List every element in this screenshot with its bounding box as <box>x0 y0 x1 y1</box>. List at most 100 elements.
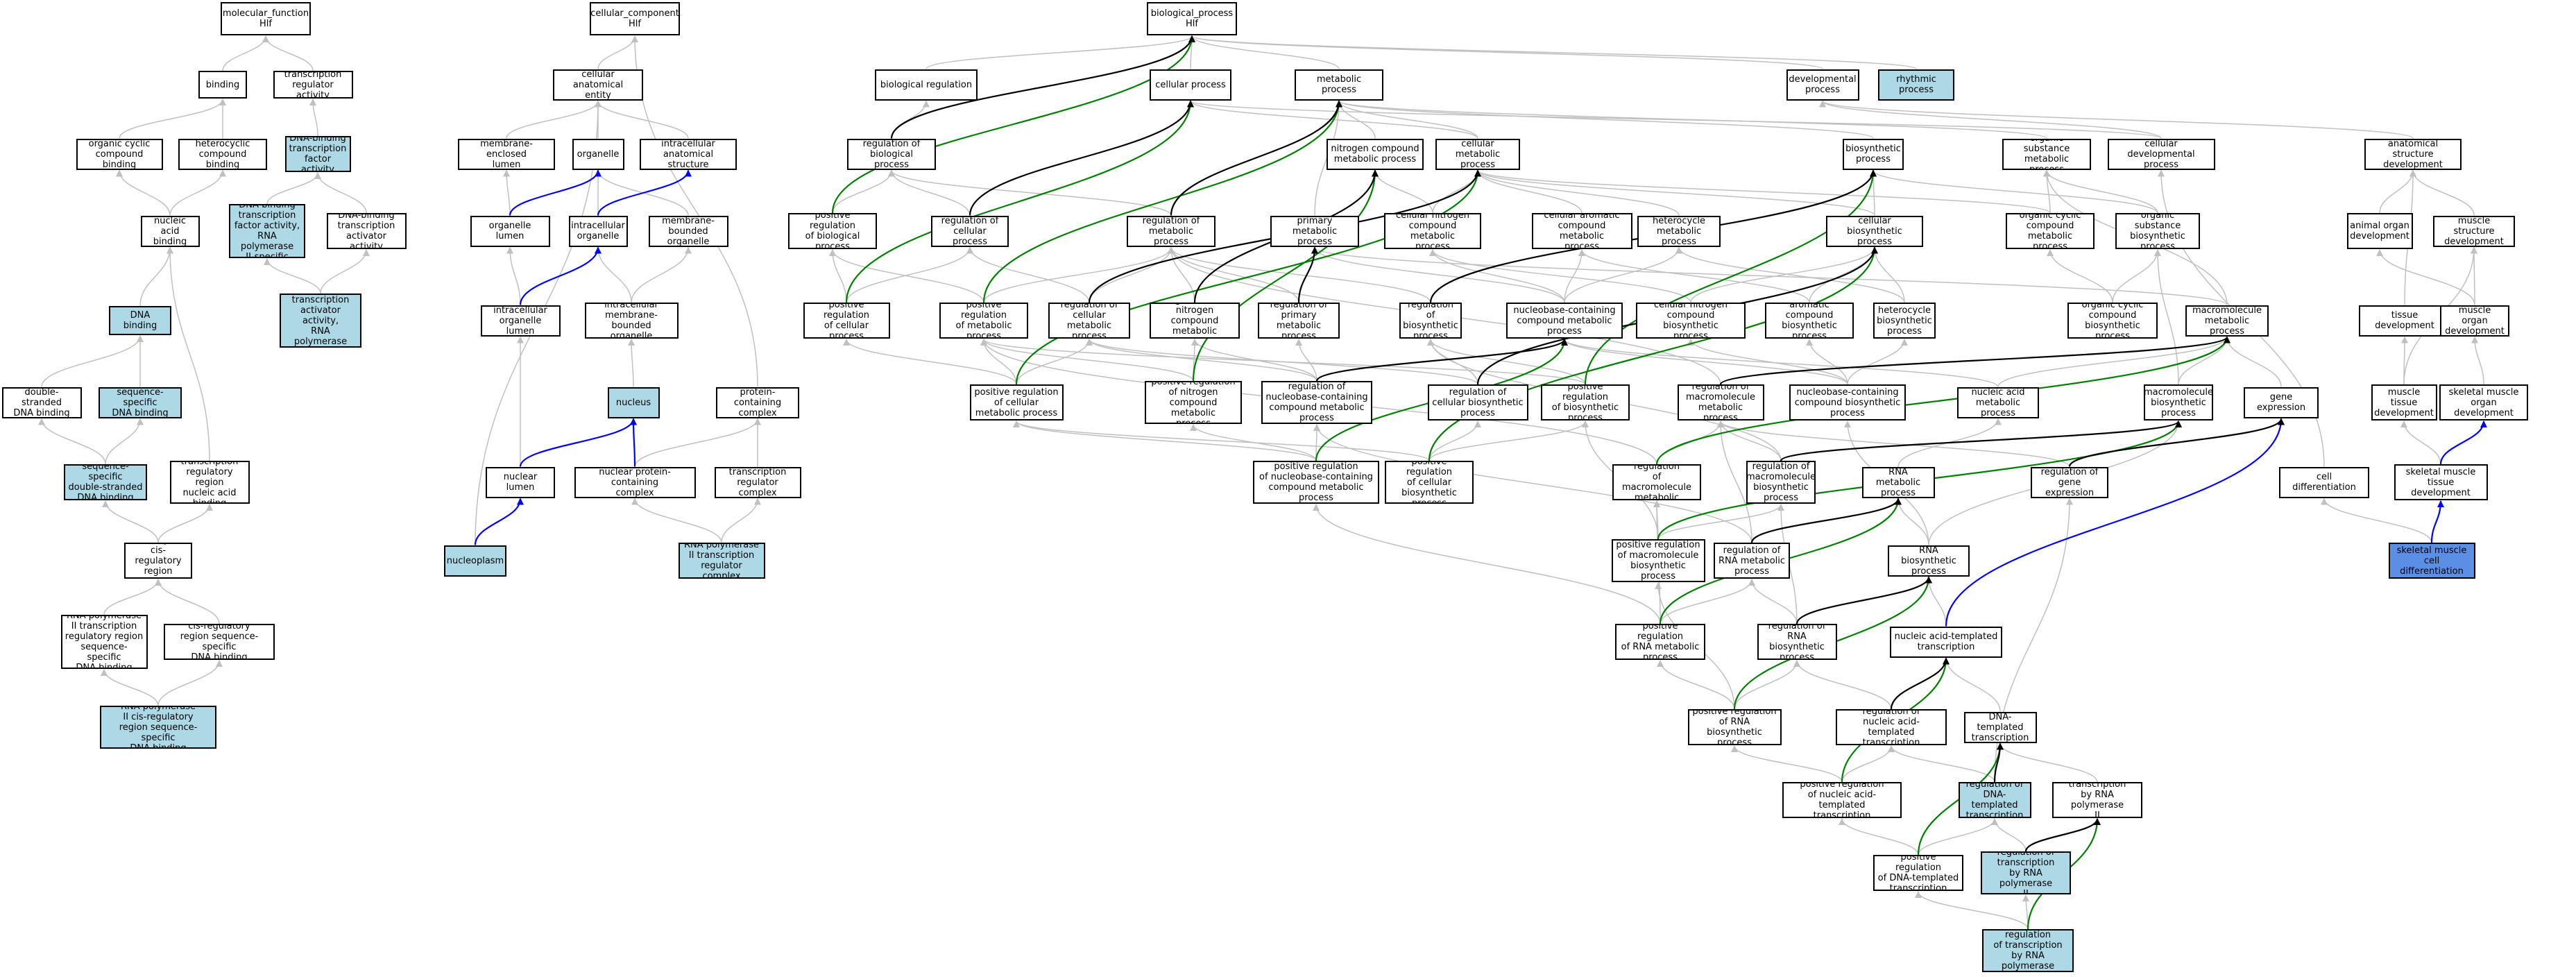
go-term-node-skel-organ[interactable]: skeletal muscle organ development <box>2439 384 2528 420</box>
go-term-node-cc[interactable]: cellular_component Hlf <box>590 2 680 35</box>
go-term-node-ic-org-lumen[interactable]: intracellular organelle lumen <box>480 305 561 337</box>
go-term-node-cell-dev[interactable]: cellular developmental process <box>2107 138 2215 170</box>
go-term-node-biosyn[interactable]: biosynthetic process <box>1843 138 1904 170</box>
go-term-node-rnap-cis[interactable]: RNA polymerase II cis-regulatory region … <box>100 706 216 749</box>
go-term-node-reg-macro-biosyn[interactable]: regulation of macromolecule biosynthetic… <box>1746 461 1816 504</box>
go-term-node-org-sub-met[interactable]: organic substance metabolic process <box>2002 138 2091 170</box>
go-term-node-rna-biosyn[interactable]: RNA biosynthetic process <box>1888 545 1970 577</box>
go-term-node-macro-biosyn[interactable]: macromolecule biosynthetic process <box>2144 384 2213 420</box>
go-term-node-nucleobase-met[interactable]: nucleobase-containing compound metabolic… <box>1506 303 1623 339</box>
go-term-node-reg-na-templ[interactable]: regulation of nucleic acid-templated tra… <box>1836 709 1947 745</box>
go-term-node-reg-n-comp[interactable]: regulation of nitrogen compound metaboli… <box>1150 303 1240 339</box>
go-term-node-reg-bio[interactable]: regulation of biological process <box>847 138 936 170</box>
go-term-node-reg-rna-biosyn[interactable]: regulation of RNA biosynthetic process <box>1757 624 1837 660</box>
go-term-node-muscle-organ[interactable]: muscle organ development <box>2440 305 2509 337</box>
go-term-node-hetero-bind[interactable]: heterocyclic compound binding <box>178 138 267 170</box>
go-term-node-org-cyc-met[interactable]: organic cyclic compound metabolic proces… <box>2006 213 2095 249</box>
go-term-node-dev-proc[interactable]: developmental process <box>1786 69 1859 101</box>
go-term-node-cell-diff[interactable]: cell differentiation <box>2279 466 2369 498</box>
go-term-node-reg-primary[interactable]: regulation of primary metabolic process <box>1258 303 1340 339</box>
go-term-node-seq-dna[interactable]: sequence-specific DNA binding <box>99 386 182 418</box>
go-term-node-n-comp-met[interactable]: nitrogen compound metabolic process <box>1327 138 1424 170</box>
go-term-node-rna-met[interactable]: RNA metabolic process <box>1861 466 1935 498</box>
go-term-node-gene-expr[interactable]: gene expression <box>2244 386 2319 418</box>
go-term-node-rnap-tr[interactable]: RNA polymerase II transcription regulato… <box>60 615 148 669</box>
go-term-node-reg-macro-met[interactable]: regulation of macromolecule metabolic pr… <box>1677 384 1764 420</box>
go-term-node-pos-reg-rna-biosyn[interactable]: positive regulation of RNA biosynthetic … <box>1687 709 1782 745</box>
go-term-node-pos-reg-met[interactable]: positive regulation of metabolic process <box>939 303 1028 339</box>
go-term-node-dbt-act-rnap[interactable]: DNA-binding transcription activator acti… <box>280 294 361 348</box>
go-term-node-met-proc[interactable]: metabolic process <box>1295 69 1383 101</box>
go-term-node-rnap-complex[interactable]: RNA polymerase II transcription regulato… <box>678 543 765 579</box>
go-term-node-tissue-dev[interactable]: tissue development <box>2359 305 2450 337</box>
go-term-node-na-met[interactable]: nucleic acid metabolic process <box>1957 386 2039 418</box>
go-term-node-tr-rnap[interactable]: transcription by RNA polymerase II <box>2052 782 2142 818</box>
go-term-node-ic-org[interactable]: intracellular organelle <box>568 215 628 247</box>
go-term-node-macro-met[interactable]: macromolecule metabolic process <box>2185 305 2269 337</box>
go-term-node-pos-reg-macro-biosyn[interactable]: positive regulation of macromolecule bio… <box>1611 539 1705 582</box>
go-term-node-muscle-struct[interactable]: muscle structure development <box>2433 215 2515 247</box>
go-term-node-pos-reg-n-comp[interactable]: positive regulation of nitrogen compound… <box>1145 381 1242 424</box>
go-term-node-reg-cell[interactable]: regulation of cellular process <box>931 215 1009 247</box>
go-term-node-prot-complex[interactable]: protein-containing complex <box>716 386 799 418</box>
go-term-node-cis-reg-seq[interactable]: cis-regulatory region sequence-specific … <box>164 624 275 660</box>
go-term-node-mf[interactable]: molecular_function Hlf <box>221 2 311 35</box>
go-term-node-seq-ds-dna[interactable]: sequence-specific double-stranded DNA bi… <box>64 464 147 500</box>
go-term-node-pos-reg-dna-templ[interactable]: positive regulation of DNA-templated tra… <box>1873 855 1963 891</box>
go-term-node-muscle-tissue[interactable]: muscle tissue development <box>2371 384 2437 420</box>
go-term-node-nucleoplasm[interactable]: nucleoplasm <box>444 545 506 577</box>
go-term-node-hetero-biosyn[interactable]: heterocycle biosynthetic process <box>1873 303 1936 339</box>
go-term-node-cell-n-biosyn[interactable]: cellular nitrogen compound biosynthetic … <box>1636 303 1746 339</box>
go-term-node-animal-organ[interactable]: animal organ development <box>2346 213 2413 249</box>
go-term-node-cae[interactable]: cellular anatomical entity <box>553 69 643 101</box>
go-term-node-pos-reg-rna-met[interactable]: positive regulation of RNA metabolic pro… <box>1615 624 1705 660</box>
go-term-node-cell-n-met[interactable]: cellular nitrogen compound metabolic pro… <box>1384 213 1481 249</box>
go-term-node-pos-reg-nucleobase[interactable]: positive regulation of nucleobase-contai… <box>1253 461 1379 504</box>
go-term-node-reg-cell-biosyn[interactable]: regulation of cellular biosynthetic proc… <box>1427 384 1528 420</box>
go-term-node-reg-biosyn[interactable]: regulation of biosynthetic process <box>1399 303 1462 339</box>
go-term-node-reg-dna-templ[interactable]: regulation of DNA-templated transcriptio… <box>1958 782 2031 818</box>
go-term-node-pos-reg-macro-met[interactable]: positive regulation of macromolecule met… <box>1612 464 1701 500</box>
go-term-node-nuc-prot[interactable]: nuclear protein-containing complex <box>574 466 696 498</box>
go-term-node-reg-gene-expr[interactable]: regulation of gene expression <box>2031 466 2108 498</box>
go-term-node-dbtf-rnap[interactable]: DNA-binding transcription factor activit… <box>229 204 305 258</box>
go-term-node-dbtf[interactable]: DNA-binding transcription factor activit… <box>284 136 351 172</box>
go-term-node-anat-dev[interactable]: anatomical structure development <box>2364 138 2462 170</box>
go-term-node-reg-met[interactable]: regulation of metabolic process <box>1127 215 1216 247</box>
go-term-node-reg-nucleobase[interactable]: regulation of nucleobase-containing comp… <box>1261 381 1372 424</box>
go-term-node-cell-arom-met[interactable]: cellular aromatic compound metabolic pro… <box>1531 213 1632 249</box>
go-term-node-bio-reg[interactable]: biological regulation <box>875 69 978 101</box>
go-term-node-org-sub-biosyn[interactable]: organic substance biosynthetic process <box>2115 213 2200 249</box>
go-term-node-reg-cell-met[interactable]: regulation of cellular metabolic process <box>1048 303 1130 339</box>
go-term-node-trans-reg[interactable]: transcription regulator activity <box>273 71 353 99</box>
go-term-node-dna-bind[interactable]: DNA binding <box>109 306 171 335</box>
go-term-node-dna-templ[interactable]: DNA-templated transcription <box>1963 711 2037 743</box>
go-term-node-mem-lumen[interactable]: membrane-enclosed lumen <box>458 138 555 170</box>
go-term-node-skel-tissue[interactable]: skeletal muscle tissue development <box>2394 464 2488 500</box>
go-term-node-pos-reg-na-templ[interactable]: positive regulation of nucleic acid-temp… <box>1782 782 1902 818</box>
go-term-node-tr-region[interactable]: transcription regulatory region nucleic … <box>169 461 250 504</box>
go-term-node-dbt-act[interactable]: DNA-binding transcription activator acti… <box>326 213 407 249</box>
go-term-node-na-bind[interactable]: nucleic acid binding <box>140 215 200 247</box>
go-term-node-rhythmic[interactable]: rhythmic process <box>1878 69 1954 101</box>
go-term-node-mb-org[interactable]: membrane-bounded organelle <box>648 215 728 247</box>
go-term-node-org-cyc-bind[interactable]: organic cyclic compound binding <box>76 138 163 170</box>
go-term-node-pos-reg-cell[interactable]: positive regulation of cellular process <box>803 303 890 339</box>
go-term-node-na-templ[interactable]: nucleic acid-templated transcription <box>1890 626 2002 658</box>
go-term-node-org-lumen[interactable]: organelle lumen <box>470 215 550 247</box>
go-term-node-ic-mb-org[interactable]: intracellular membrane-bounded organelle <box>584 303 679 339</box>
go-term-node-ds-dna[interactable]: double-stranded DNA binding <box>1 386 82 418</box>
go-term-node-reg-rna-met[interactable]: regulation of RNA metabolic process <box>1714 543 1790 579</box>
go-term-node-tr-complex[interactable]: transcription regulator complex <box>714 466 801 498</box>
go-term-node-nucleus[interactable]: nucleus <box>607 386 660 418</box>
go-term-node-pos-reg-biosyn[interactable]: positive regulation of biosynthetic proc… <box>1541 384 1630 420</box>
go-term-node-organelle[interactable]: organelle <box>572 138 624 170</box>
go-term-node-nucleobase-biosyn[interactable]: nucleobase-containing compound biosynthe… <box>1789 384 1906 420</box>
go-term-node-primary-met[interactable]: primary metabolic process <box>1270 215 1359 247</box>
go-term-node-binding[interactable]: binding <box>198 71 247 99</box>
go-term-node-cell-met[interactable]: cellular metabolic process <box>1435 138 1520 170</box>
go-term-node-pos-reg-tr-rnap[interactable]: positive regulation of transcription by … <box>1982 929 2074 972</box>
go-term-node-pos-reg-cell-met[interactable]: positive regulation of cellular metaboli… <box>969 384 1064 420</box>
go-term-node-bp[interactable]: biological_process Hlf <box>1147 2 1237 35</box>
go-term-node-pos-reg-bio[interactable]: positive regulation of biological proces… <box>788 213 877 249</box>
